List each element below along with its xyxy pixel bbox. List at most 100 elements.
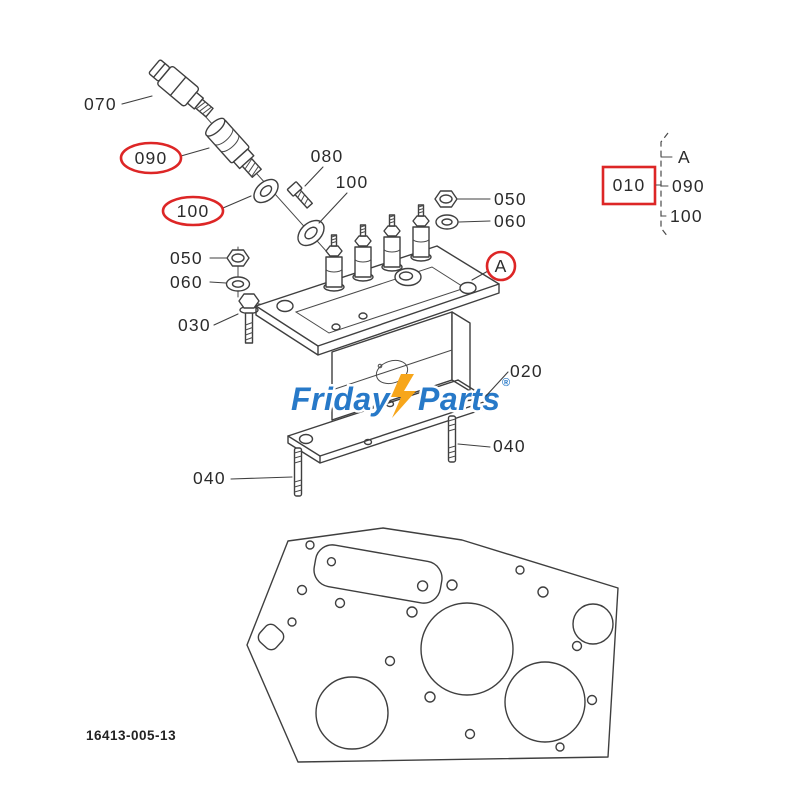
block-bolt-holes [287, 540, 598, 752]
part-100-washer-upper [253, 178, 279, 204]
leader-070 [121, 95, 153, 105]
stud-040-left [293, 447, 303, 497]
leader-030 [213, 313, 239, 326]
holder-stud [330, 234, 338, 247]
bolt-hole [515, 565, 525, 575]
cylinder-block [246, 527, 619, 763]
bolt-hole [424, 691, 436, 703]
recess-hole [416, 580, 429, 592]
part-050-nut-right [434, 190, 458, 208]
bolt-hole [384, 655, 396, 667]
drawing-number: 16413-005-13 [86, 728, 176, 743]
watermark-bolt-icon [391, 374, 416, 418]
thread-hatch [448, 418, 456, 459]
flange-ear-hole-right [459, 281, 477, 295]
flange-port-inner [398, 271, 414, 281]
part-070-joint-fitting [148, 59, 214, 118]
bolt-head [238, 293, 260, 309]
callout-label-050-right: 050 [494, 189, 527, 209]
leader-090 [180, 147, 210, 157]
highlight-ellipse-100 [161, 195, 225, 227]
watermark-word1: Friday [291, 381, 392, 417]
leader-100-left [222, 195, 252, 209]
flange-port [394, 267, 422, 287]
flange-ear-hole-left [276, 299, 294, 313]
thread-hatch [331, 235, 337, 244]
callout-label-040-left: 040 [193, 468, 226, 488]
stud-040-right [447, 415, 457, 463]
legend-row-a: A [678, 147, 691, 167]
delivery-holder [352, 224, 374, 282]
holder-ring [383, 248, 401, 253]
leader-detail-a [471, 270, 489, 281]
gasket-small-hole [385, 400, 395, 408]
part-060-washer-right [435, 214, 459, 230]
bolt-hole [537, 586, 549, 598]
stud-shank [447, 415, 457, 463]
callout-labels: 070 090 080 100 100 050 060 050 060 030 … [84, 94, 542, 488]
part-060-washer-left [225, 276, 251, 292]
leader-060-right [458, 220, 491, 223]
leader-060-left [209, 281, 227, 284]
bolt-hole [287, 617, 297, 627]
part-080-screw [286, 181, 313, 209]
legend-item-010: 010 [613, 175, 646, 195]
gasket-hole-right [460, 390, 476, 402]
legend-row-090: 090 [672, 176, 705, 196]
legend-row-100: 100 [670, 206, 703, 226]
fitting-cap-facet [152, 62, 166, 79]
holder-rings [213, 127, 240, 153]
flange-small-hole [358, 312, 368, 320]
leader-040-left [230, 476, 293, 480]
watermark-word2: Parts [418, 381, 501, 417]
delivery-holder [410, 204, 432, 262]
bolt-hole [406, 606, 418, 618]
cover-screw [377, 363, 383, 369]
leader-020 [485, 371, 509, 397]
callout-label-060-right: 060 [494, 211, 527, 231]
block-bore-small [572, 603, 614, 645]
washer-hole [231, 280, 245, 288]
detail-marker-circle [485, 250, 517, 282]
leader-080 [304, 166, 324, 187]
delivery-holder [323, 234, 345, 292]
legend-bracket [660, 132, 669, 238]
holder-stud [417, 204, 425, 217]
callout-label-050-left: 050 [170, 248, 203, 268]
callout-label-100-top: 100 [336, 172, 369, 192]
holder-nut [412, 215, 430, 227]
bolt-hole [571, 640, 583, 652]
thread-hatch [418, 205, 424, 214]
pump-body-side-face [451, 311, 471, 392]
holder-nut [325, 245, 343, 257]
part-090-delivery-valve-holder [205, 117, 262, 178]
holder-ring [325, 268, 343, 273]
callout-label-070: 070 [84, 94, 117, 114]
holder-stud [359, 224, 367, 237]
leader-100-top [318, 192, 348, 224]
recess-hole [326, 557, 337, 567]
callout-label-030: 030 [178, 315, 211, 335]
bolt-hole [586, 694, 598, 706]
nut-hole [231, 253, 245, 263]
side-port-outline [257, 623, 285, 651]
pump-delivery-holders [323, 204, 432, 292]
highlight-ellipse-090 [119, 141, 183, 175]
callout-label-060-left: 060 [170, 272, 203, 292]
part-050-nut-left [226, 249, 250, 267]
block-bore [315, 676, 389, 750]
watermark: Friday Parts ® [288, 374, 511, 420]
legend-ticks [655, 156, 673, 217]
bolt-hole [334, 597, 346, 609]
part-100-washer-lower [297, 219, 325, 247]
block-bore-large [420, 602, 514, 696]
bolt-hole [555, 742, 565, 752]
thread-hatch [294, 450, 302, 493]
screw-shank [294, 189, 313, 209]
thread-hatch [244, 158, 260, 178]
detail-marker-label: A [495, 256, 508, 276]
pump-side-cover [375, 359, 409, 385]
callout-label-100-left: 100 [177, 201, 210, 221]
